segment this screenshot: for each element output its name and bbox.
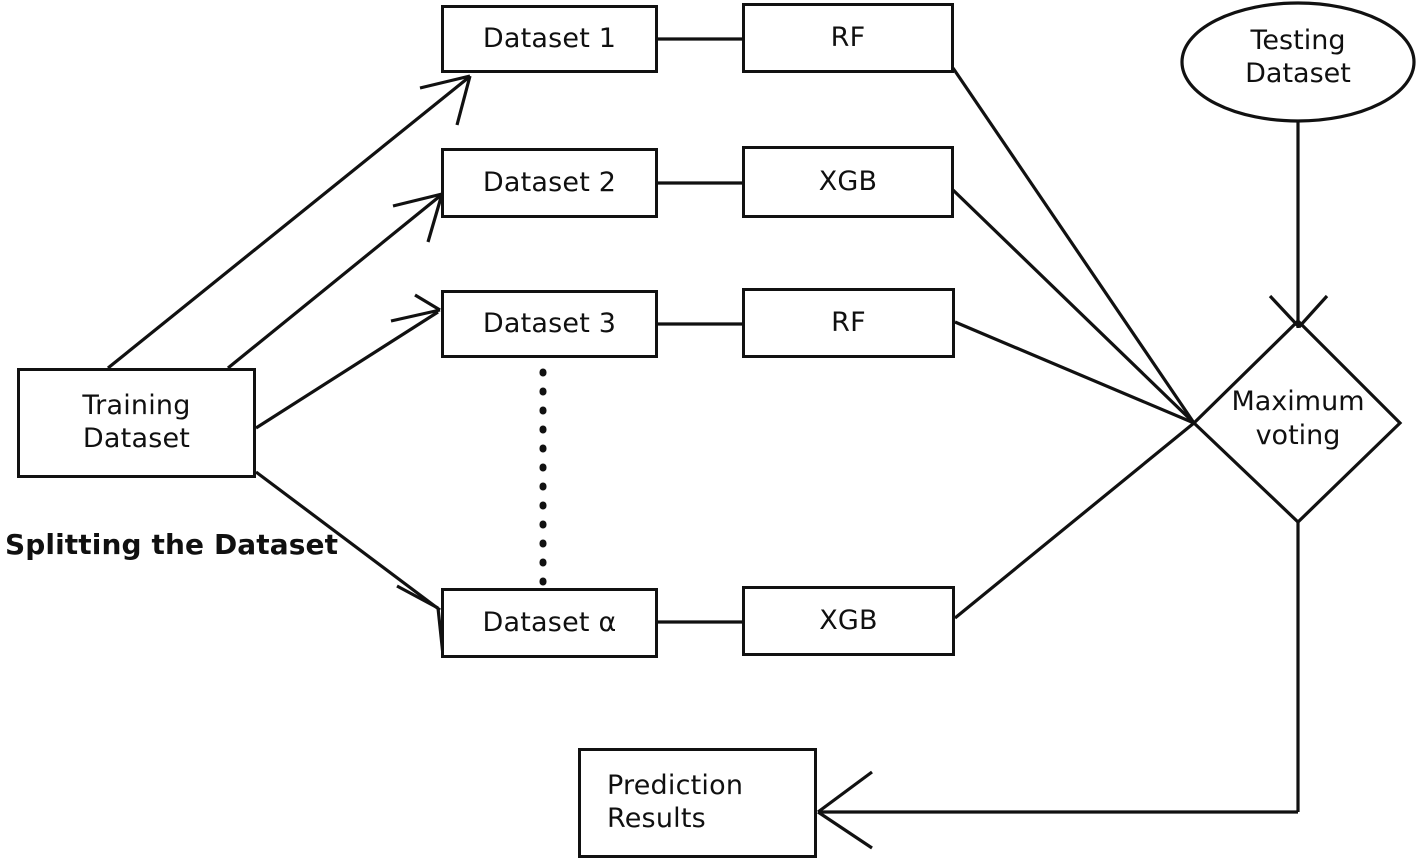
node-training-dataset-label: Training Dataset <box>82 390 191 454</box>
model-to-voting-line-3 <box>954 320 1195 425</box>
split-arrow-4 <box>255 470 445 656</box>
node-dataset-2-label: Dataset 2 <box>482 166 617 198</box>
node-testing-dataset-label: Testing Dataset <box>1245 25 1351 90</box>
node-prediction-results-label: Prediction Results <box>607 770 744 834</box>
testing-dataset-ellipse <box>1180 1 1416 123</box>
node-dataset-2[interactable]: Dataset 2 <box>441 148 658 218</box>
splitting-the-dataset-caption: Splitting the Dataset <box>5 528 339 561</box>
node-dataset-3-label: Dataset 3 <box>482 307 617 339</box>
node-model-xgb-1[interactable]: XGB <box>742 146 954 218</box>
model-to-voting-line-2 <box>951 188 1196 425</box>
testing-to-voting-arrow <box>1268 122 1329 329</box>
node-model-rf-1-label: RF <box>830 21 866 53</box>
model-to-voting-line-1 <box>951 67 1196 424</box>
split-arrow-3 <box>255 293 441 430</box>
split-arrow-1 <box>106 74 472 370</box>
node-dataset-alpha[interactable]: Dataset α <box>441 588 658 658</box>
node-training-dataset[interactable]: Training Dataset <box>17 368 256 478</box>
node-dataset-1[interactable]: Dataset 1 <box>441 5 658 73</box>
node-dataset-3[interactable]: Dataset 3 <box>441 290 658 358</box>
node-model-rf-1[interactable]: RF <box>742 3 954 73</box>
voting-to-prediction-arrow <box>817 522 1300 850</box>
node-model-rf-2[interactable]: RF <box>742 288 955 358</box>
node-model-rf-2-label: RF <box>831 306 866 338</box>
model-to-voting-line-4 <box>953 421 1196 620</box>
node-prediction-results[interactable]: Prediction Results <box>578 748 817 858</box>
node-dataset-alpha-label: Dataset α <box>482 606 617 638</box>
node-maximum-voting-label: Maximum voting <box>1231 386 1365 452</box>
node-dataset-1-label: Dataset 1 <box>482 22 617 54</box>
node-model-xgb-2-label: XGB <box>819 604 878 636</box>
node-model-xgb-1-label: XGB <box>818 165 878 197</box>
node-model-xgb-2[interactable]: XGB <box>742 586 955 656</box>
split-arrow-2 <box>226 192 444 370</box>
